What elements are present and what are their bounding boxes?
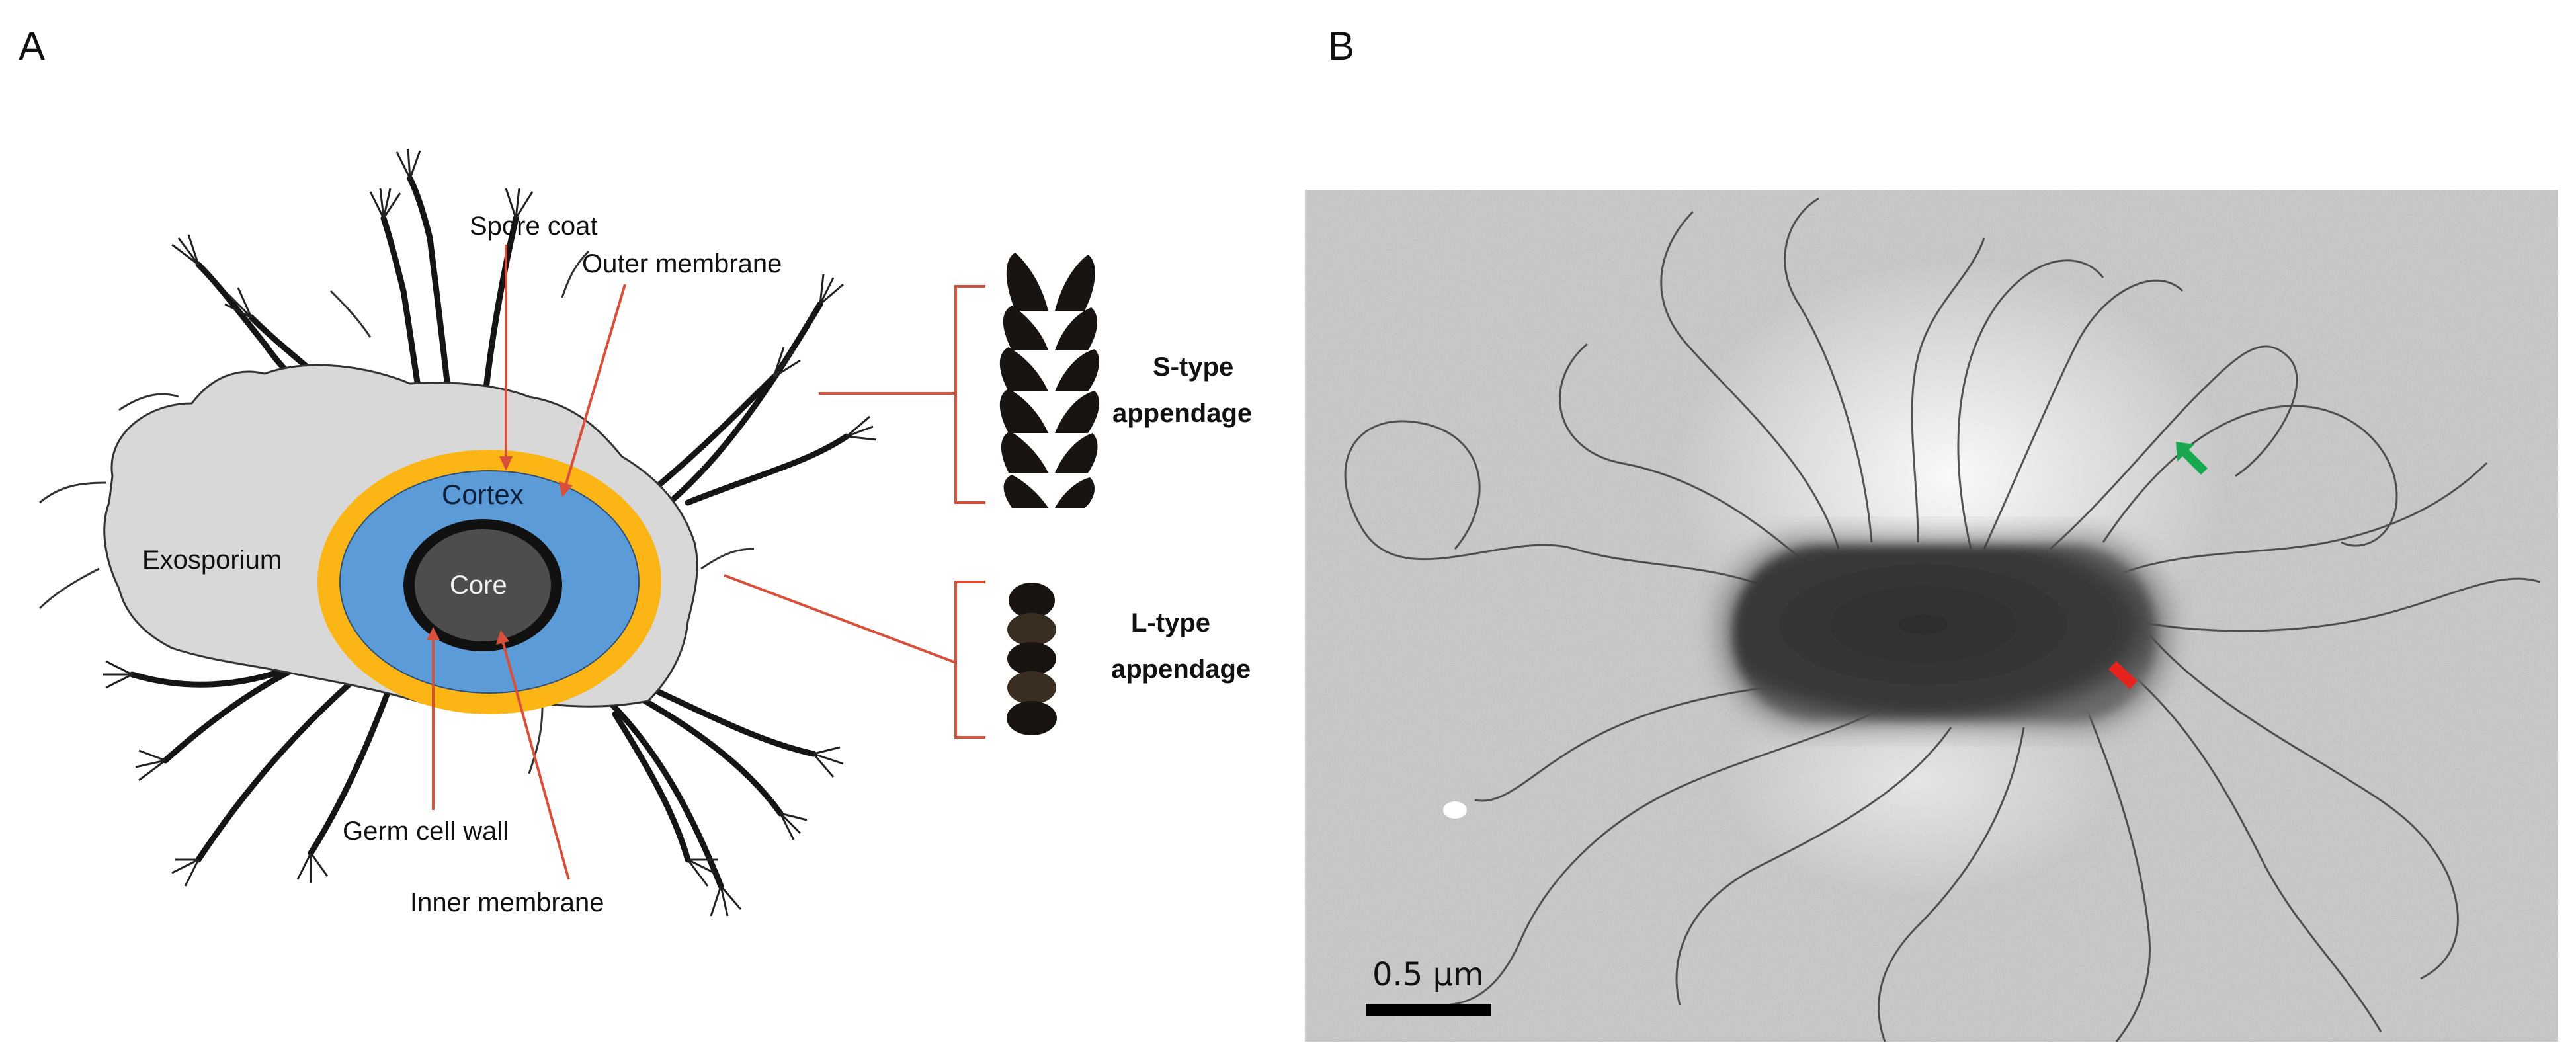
l-type-appendages <box>38 250 755 774</box>
panel-b-letter: B <box>1328 24 1354 68</box>
flagella <box>1344 197 2540 1042</box>
s-type-label-line2: appendage <box>1112 399 1252 428</box>
spore-coat-label: Spore coat <box>470 212 597 241</box>
panel-a-letter: A <box>19 24 45 68</box>
scale-bar-label: 0.5 µm <box>1372 956 1484 993</box>
micrograph: 0.5 µm <box>1305 190 2558 1042</box>
exosporium-label: Exosporium <box>142 546 282 575</box>
spore-coat-arrowhead <box>499 456 513 471</box>
scale-bar <box>1366 1004 1491 1016</box>
bacterium <box>1720 536 2169 727</box>
germ-cell-wall-label: Germ cell wall <box>343 817 509 846</box>
l-type-label-line1: L-type <box>1131 608 1210 637</box>
s-type-bracket <box>819 285 985 504</box>
panel-b: B <box>1305 24 2558 1042</box>
germ-cell-wall-arrowhead <box>427 627 440 640</box>
s-type-label-line1: S-type <box>1153 352 1233 382</box>
panel-a: A <box>19 24 1252 917</box>
inner-membrane-label: Inner membrane <box>410 888 604 917</box>
leader-lines <box>432 245 626 880</box>
core-label: Core <box>450 571 507 600</box>
outer-membrane-arrowhead <box>559 481 573 497</box>
core <box>415 529 551 641</box>
green-arrow <box>2176 442 2208 475</box>
l-type-bracket <box>724 574 985 739</box>
debris-spot <box>1443 801 1467 819</box>
appendage-tips <box>103 148 877 917</box>
inner-membrane-arrowhead <box>496 630 509 645</box>
l-type-appendage-icon <box>1007 583 1057 735</box>
l-type-label-line2: appendage <box>1111 655 1251 684</box>
outer-membrane-label: Outer membrane <box>582 249 782 278</box>
red-arrow <box>2108 661 2138 689</box>
s-type-appendage-icon <box>999 253 1100 508</box>
cortex-label: Cortex <box>442 479 524 510</box>
